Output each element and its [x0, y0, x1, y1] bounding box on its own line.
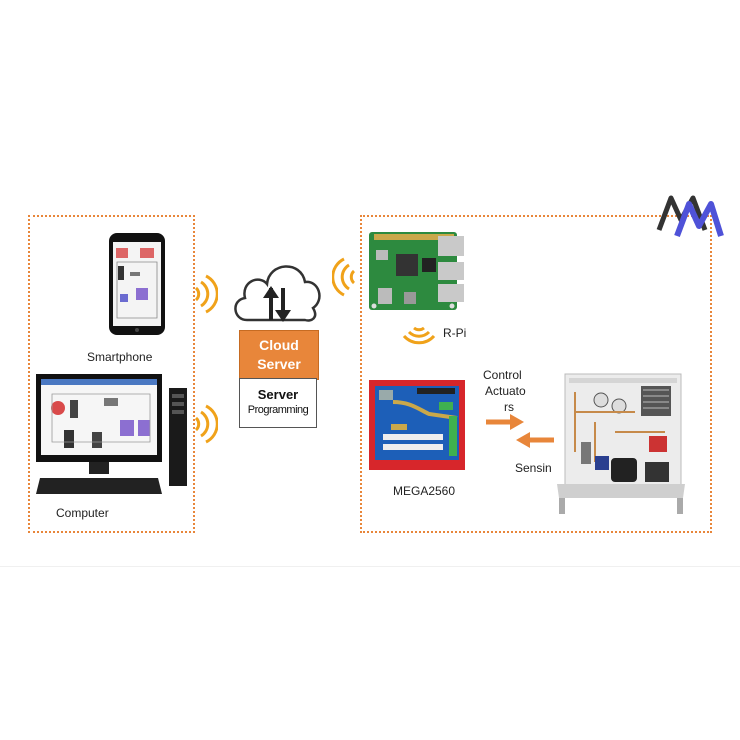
computer-label: Computer	[56, 506, 109, 520]
refrigeration-trainer-image	[557, 373, 685, 514]
server-programming-label-1: Server	[257, 387, 299, 402]
wifi-signal-icon	[332, 257, 356, 297]
separator-line	[0, 566, 740, 567]
rpi-board-image	[369, 232, 464, 310]
cloud-server-label: Cloud Server	[257, 337, 301, 372]
hardware-group-box	[360, 215, 712, 533]
mega2560-label: MEGA2560	[393, 484, 456, 498]
wifi-signal-icon	[402, 326, 436, 345]
control-label-3: rs	[504, 400, 514, 414]
logo-icon	[656, 195, 724, 238]
smartphone-image	[109, 233, 165, 335]
devices-group-box	[28, 215, 195, 533]
mega2560-board-image	[369, 380, 465, 470]
cloud-icon	[234, 265, 321, 322]
arrow-right-icon	[486, 414, 524, 430]
server-programming-box: Server Programming	[239, 378, 317, 428]
control-label-1: Control	[483, 368, 522, 382]
server-programming-label-2: Programming	[247, 404, 309, 416]
wifi-signal-icon	[194, 404, 218, 444]
control-label-2: Actuato	[485, 384, 526, 398]
wifi-signal-icon	[194, 274, 218, 314]
cloud-server-box: Cloud Server	[239, 330, 319, 380]
arrow-left-icon	[516, 432, 554, 448]
sensing-label: Sensin	[515, 461, 552, 475]
rpi-label: R-Pi	[443, 326, 467, 340]
smartphone-label: Smartphone	[87, 350, 153, 364]
computer-image	[36, 374, 187, 494]
